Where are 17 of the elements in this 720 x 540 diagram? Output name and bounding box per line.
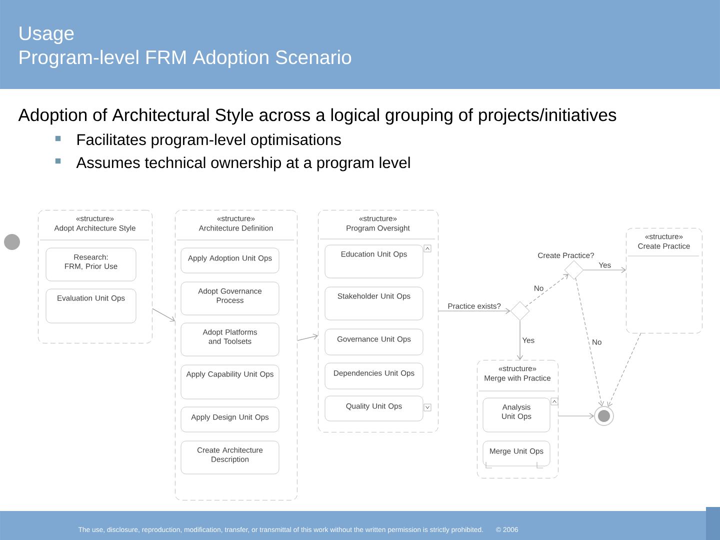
- start-circle: [4, 234, 20, 250]
- arrow: [583, 266, 626, 274]
- arrow: [516, 320, 524, 360]
- arrow: [438, 308, 510, 314]
- decision-diamond: [510, 301, 530, 321]
- arrow: [297, 334, 318, 341]
- bullet-text: Assumes technical ownership at a program level: [76, 156, 410, 172]
- slide-subtitle: Program-level FRM Adoption Scenario: [20, 50, 352, 68]
- arrow: [525, 274, 568, 308]
- arrow: [575, 278, 604, 406]
- bullet-text: Facilitates program-level optimisations: [78, 134, 341, 148]
- arrow: [607, 333, 642, 407]
- arrow: [558, 412, 594, 420]
- body-heading: Adoption of Architectural Style across a logical grouping of projects/initiatives: [18, 108, 616, 125]
- arrow: [152, 308, 175, 322]
- slide-title: Usage: [20, 26, 74, 44]
- end-bullseye: [594, 406, 614, 426]
